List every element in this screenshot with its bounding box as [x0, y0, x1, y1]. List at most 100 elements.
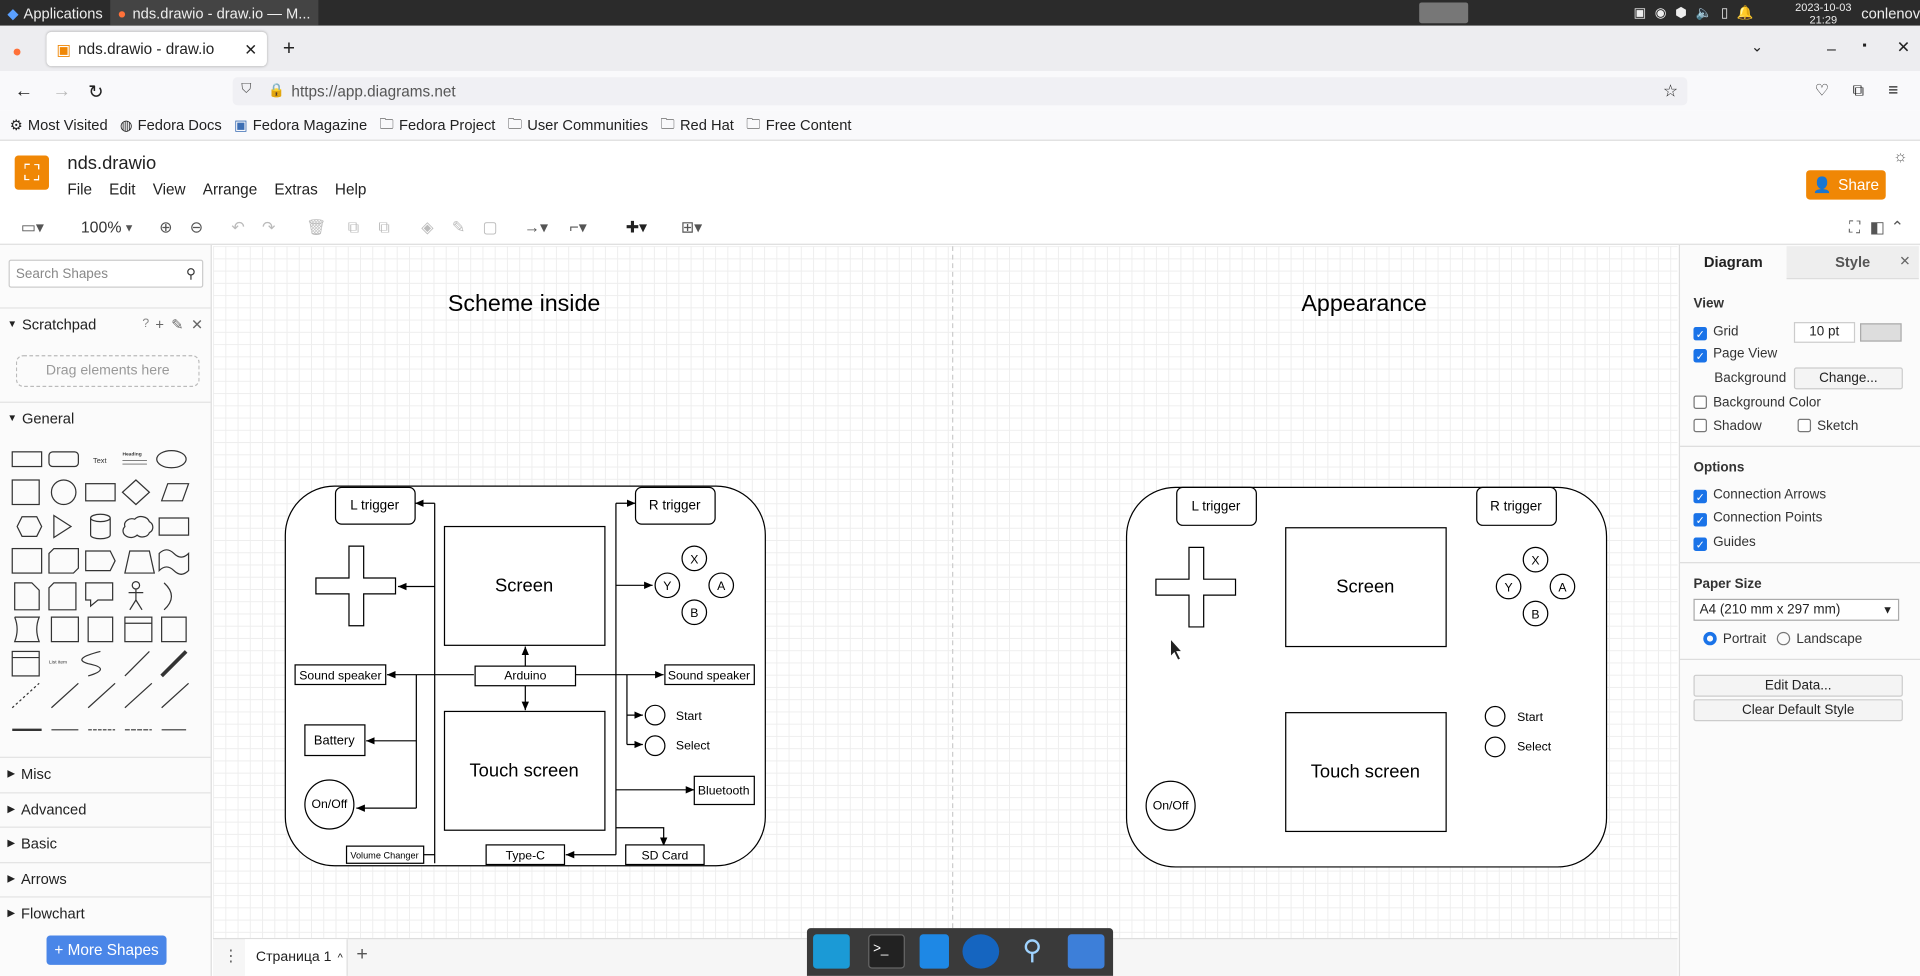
browser-tab[interactable]: ▣ nds.drawio - draw.io ✕	[46, 31, 267, 67]
background-color-checkbox[interactable]: Background Color	[1693, 395, 1821, 410]
shadow-checkbox[interactable]: Shadow	[1693, 418, 1762, 433]
insert-icon[interactable]: ✚▾	[625, 217, 648, 237]
pages-menu-icon[interactable]: ⋮	[222, 946, 239, 965]
section-general[interactable]: ▼General	[0, 401, 211, 434]
bluetooth-box[interactable]	[693, 775, 755, 806]
minimize-icon[interactable]: –	[1826, 39, 1836, 58]
guides-checkbox[interactable]: ✓Guides	[1693, 535, 1756, 552]
collapse-icon[interactable]: ⌃	[1890, 217, 1904, 237]
fullscreen-icon[interactable]: ⛶	[1848, 217, 1861, 237]
close-icon[interactable]: ✕	[190, 315, 204, 333]
grid-color-swatch[interactable]	[1860, 323, 1902, 342]
zoom-chevron-icon[interactable]: ▼	[123, 221, 135, 234]
shape-heading[interactable]: Heading	[122, 452, 141, 458]
maximize-icon[interactable]: ▪	[1862, 39, 1867, 53]
sdcard-box[interactable]	[625, 844, 705, 866]
arduino-box[interactable]	[474, 665, 577, 687]
chevron-down-icon[interactable]: ⌄	[1751, 37, 1764, 56]
delete-icon[interactable]: 🗑	[306, 217, 327, 237]
section-advanced[interactable]: ▶Advanced	[0, 792, 211, 824]
appearance-b[interactable]	[1522, 600, 1549, 627]
search-input[interactable]: Search Shapes⚲	[8, 259, 204, 288]
theme-icon[interactable]: ☼	[1893, 146, 1908, 166]
appearance-a[interactable]	[1549, 573, 1576, 600]
zoom-select[interactable]: 100%	[80, 217, 122, 237]
waypoints-icon[interactable]: ⌐▾	[569, 217, 587, 237]
appearance-group[interactable]	[1125, 486, 1608, 868]
search-app-icon[interactable]: ⚲	[1022, 934, 1043, 965]
applications-menu[interactable]: ◆Applications	[7, 4, 103, 22]
add-icon[interactable]: +	[155, 315, 164, 333]
format-panel-toggle-icon[interactable]: ▭▾	[20, 217, 44, 237]
screen-box[interactable]	[443, 525, 606, 646]
l-trigger[interactable]	[334, 486, 416, 525]
grid-checkbox[interactable]: ✓Grid	[1693, 324, 1739, 341]
dpad[interactable]	[315, 545, 397, 627]
battery-box[interactable]	[304, 724, 366, 757]
star-icon[interactable]: ☆	[1662, 80, 1679, 101]
change-background-button[interactable]: Change...	[1793, 367, 1903, 390]
title-scheme[interactable]: Scheme inside	[448, 290, 601, 316]
appearance-y[interactable]	[1495, 573, 1522, 600]
menu-edit[interactable]: Edit	[109, 181, 136, 199]
volume-icon[interactable]: 🔈	[1695, 6, 1713, 21]
menu-view[interactable]: View	[152, 181, 186, 199]
file-title[interactable]: nds.drawio	[67, 153, 157, 174]
shape-text[interactable]: Text	[93, 456, 106, 465]
touch-screen-box[interactable]	[443, 710, 606, 831]
zoom-in-icon[interactable]: ⊕	[159, 217, 173, 237]
add-page-button[interactable]: +	[356, 944, 368, 965]
forward-icon[interactable]: →	[52, 80, 72, 102]
zoom-out-icon[interactable]: ⊖	[189, 217, 204, 237]
start-button[interactable]	[644, 704, 666, 726]
edit-data-button[interactable]: Edit Data...	[1693, 674, 1903, 697]
menu-help[interactable]: Help	[334, 181, 367, 199]
extensions-icon[interactable]: ⧉	[1852, 80, 1865, 100]
close-tab-icon[interactable]: ✕	[244, 41, 258, 59]
typec-box[interactable]	[485, 844, 566, 866]
appearance-l-trigger[interactable]	[1176, 486, 1257, 526]
redo-icon[interactable]: ↷	[262, 217, 276, 237]
sketch-checkbox[interactable]: Sketch	[1797, 418, 1858, 433]
battery-icon[interactable]: ▯	[1720, 6, 1729, 21]
scratchpad-header[interactable]: ▼Scratchpad?+✎✕	[0, 307, 211, 339]
scratchpad-dropzone[interactable]: Drag elements here	[15, 355, 200, 387]
shape-palette[interactable]: Text Heading List item	[7, 441, 203, 747]
page-tab[interactable]: Страница 1^	[244, 939, 348, 976]
menu-file[interactable]: File	[67, 181, 93, 199]
lock-icon[interactable]: 🔒	[268, 83, 285, 98]
chevron-up-icon[interactable]: ^	[337, 951, 343, 964]
shield-icon[interactable]: ⛉	[241, 82, 252, 97]
portrait-radio[interactable]: Portrait	[1703, 631, 1766, 647]
pocket-icon[interactable]: ♡	[1814, 80, 1829, 100]
bookmark-fedora-docs[interactable]: ◍Fedora Docs	[119, 116, 222, 134]
table-icon[interactable]: ⊞▾	[680, 217, 703, 237]
app-icon[interactable]: ◉	[1654, 6, 1667, 21]
package-icon[interactable]: ⬢	[1675, 6, 1687, 21]
reload-icon[interactable]: ↻	[88, 82, 104, 103]
volume-changer[interactable]	[345, 845, 425, 864]
more-shapes-button[interactable]: + More Shapes	[46, 935, 167, 965]
browser-icon[interactable]	[962, 934, 1000, 969]
menu-extras[interactable]: Extras	[274, 181, 318, 199]
undo-icon[interactable]: ↶	[231, 217, 245, 237]
appearance-r-trigger[interactable]	[1476, 486, 1557, 526]
to-back-icon[interactable]: ⧉	[378, 217, 390, 237]
menu-arrange[interactable]: Arrange	[202, 181, 258, 199]
share-button[interactable]: 👤Share	[1806, 170, 1886, 200]
text-editor-icon[interactable]	[919, 934, 949, 969]
landscape-radio[interactable]: Landscape	[1776, 631, 1862, 647]
appearance-dpad[interactable]	[1155, 546, 1237, 628]
bookmark-free-content[interactable]: 🗀Free Content	[746, 112, 851, 138]
url-bar[interactable]: https://app.diagrams.net	[232, 77, 1688, 106]
connection-icon[interactable]: →▾	[524, 217, 549, 237]
hamburger-menu-icon[interactable]: ≡	[1888, 79, 1899, 100]
help-icon[interactable]: ?	[142, 317, 150, 331]
sound-speaker-right[interactable]	[664, 664, 755, 686]
grid-size-input[interactable]: 10 pt	[1793, 322, 1856, 343]
appearance-start[interactable]	[1484, 705, 1506, 727]
edit-icon[interactable]: ✎	[171, 315, 184, 333]
taskbar-window[interactable]: ●nds.drawio - draw.io — M...	[110, 0, 318, 26]
title-appearance[interactable]: Appearance	[1301, 290, 1426, 316]
